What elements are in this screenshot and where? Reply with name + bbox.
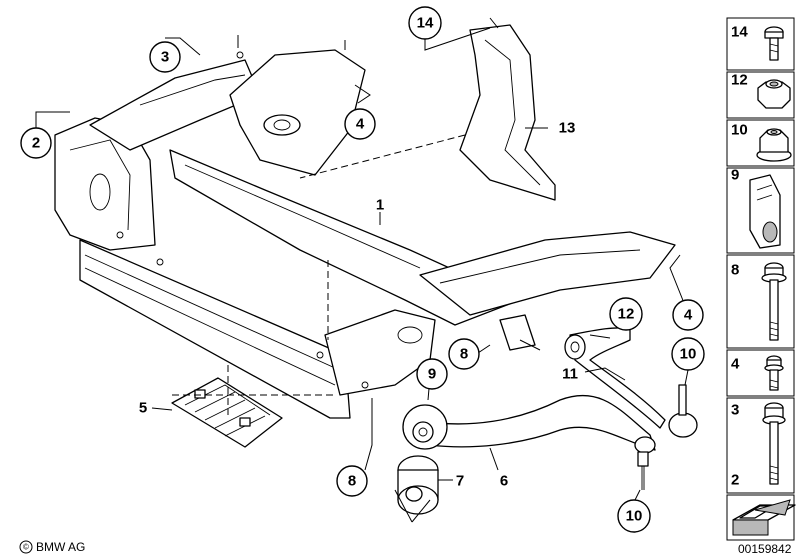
callout-c10b: 10 (617, 499, 651, 533)
legend-label: 8 (731, 262, 739, 279)
fastener-legend: 14 12 10 9 8 4 3 2 (726, 17, 796, 541)
callout-circle (416, 358, 448, 390)
underbody-protection-plate (171, 377, 283, 448)
callout-c13: 13 (559, 120, 576, 137)
legend-label: 9 (731, 167, 739, 184)
callout-c11: 11 (562, 366, 578, 383)
callout-number: 4 (684, 307, 693, 324)
mounting-bracket (499, 314, 536, 351)
front-axle-subframe (54, 49, 676, 419)
legend-label: 14 (731, 24, 748, 41)
callout-number: 7 (456, 473, 464, 490)
callout-c1: 1 (376, 197, 384, 214)
callout-number: 12 (618, 306, 635, 323)
long-bolt-icon (761, 262, 787, 341)
legend-cell (726, 17, 795, 71)
callout-number: 1 (376, 197, 384, 214)
diagram-code: 00159842 (738, 542, 792, 556)
callout-c4b: 4 (672, 299, 704, 331)
legend-label: 12 (731, 72, 748, 89)
callout-circle (672, 299, 704, 331)
callout-circle (609, 297, 643, 331)
bolt-icon (762, 402, 786, 485)
callout-circle (408, 6, 442, 40)
callout-number: 4 (356, 116, 365, 133)
callout-number: 5 (139, 400, 147, 417)
tension-strut (564, 327, 698, 438)
hex-nut-icon (757, 79, 791, 109)
legend-label: 10 (731, 122, 748, 139)
callout-c4a: 4 (344, 108, 376, 140)
callout-circle (336, 465, 368, 497)
short-bolt-icon (764, 355, 784, 391)
hydraulic-mount (397, 455, 439, 515)
collar-nut-icon (756, 128, 792, 162)
callout-c6: 6 (500, 473, 508, 490)
callout-number: 6 (500, 473, 508, 490)
callout-c14: 14 (408, 6, 442, 40)
callout-c8b: 8 (336, 465, 368, 497)
callout-number: 8 (348, 473, 356, 490)
callout-c5: 5 (139, 400, 147, 417)
footer: © BMW AG 00159842 (19, 540, 792, 556)
screw-icon (764, 26, 784, 61)
callout-c10a: 10 (671, 337, 705, 371)
copyright-symbol: © (23, 543, 29, 552)
callout-number: 10 (680, 346, 697, 363)
legend-label: 3 (731, 402, 739, 419)
callout-number: 14 (417, 15, 434, 32)
callout-circle (617, 499, 651, 533)
wishbone (402, 394, 656, 490)
callout-number: 13 (559, 120, 576, 137)
callout-number: 11 (562, 366, 578, 383)
heat-shield (459, 24, 556, 201)
legend-cell (726, 349, 795, 397)
callout-number: 2 (32, 135, 40, 152)
callout-c3: 3 (149, 41, 181, 73)
copyright-icon (19, 540, 33, 554)
callout-c8a: 8 (448, 338, 480, 370)
callout-number: 9 (428, 366, 436, 383)
legend-label: 4 (731, 356, 740, 373)
callout-c7: 7 (456, 473, 464, 490)
callout-c2: 2 (20, 127, 52, 159)
legend-label: 2 (731, 472, 739, 489)
callout-number: 3 (161, 49, 169, 66)
arrow-symbol-icon (732, 499, 796, 536)
callout-number: 10 (626, 508, 643, 525)
callout-circle (344, 108, 376, 140)
callout-circle (448, 338, 480, 370)
callout-circle (20, 127, 52, 159)
callout-circle (149, 41, 181, 73)
callout-c9: 9 (416, 358, 448, 390)
callout-c12: 12 (609, 297, 643, 331)
bracket-icon (749, 174, 781, 249)
brand-label: BMW AG (36, 540, 85, 554)
callout-number: 8 (460, 346, 468, 363)
callout-circle (671, 337, 705, 371)
